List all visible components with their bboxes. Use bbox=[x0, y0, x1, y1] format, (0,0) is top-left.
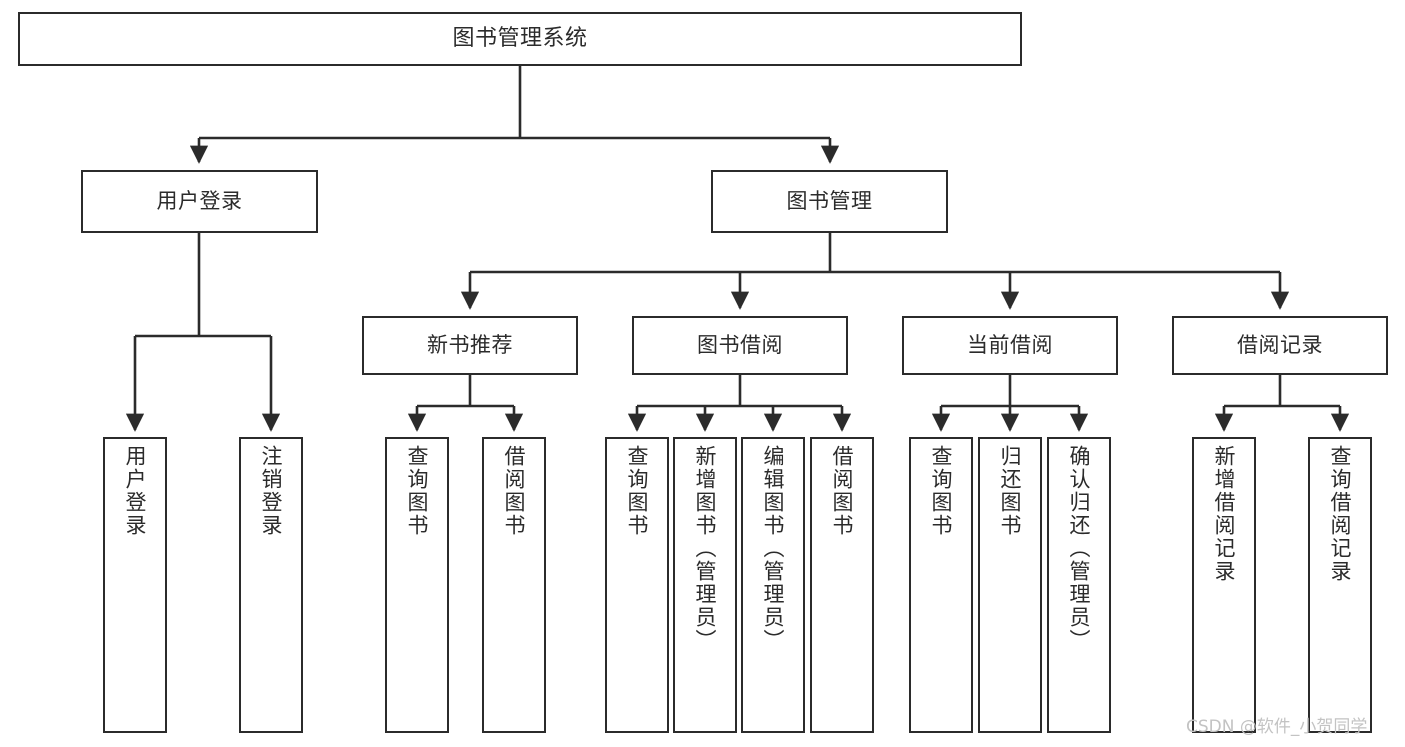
node-label: 查询图书 bbox=[929, 445, 954, 537]
node-label: 用户登录 bbox=[123, 445, 148, 537]
leaf-query-books-borrow[interactable]: 查询图书 bbox=[605, 437, 669, 733]
node-label: 查询图书 bbox=[625, 445, 650, 537]
node-label: 归还图书 bbox=[998, 445, 1023, 537]
node-current-borrowing[interactable]: 当前借阅 bbox=[902, 316, 1118, 375]
leaf-logout[interactable]: 注销登录 bbox=[239, 437, 303, 733]
leaf-user-login[interactable]: 用户登录 bbox=[103, 437, 167, 733]
node-label: 借阅图书 bbox=[830, 445, 855, 537]
node-label: 查询图书 bbox=[405, 445, 430, 537]
node-new-book-recommendation[interactable]: 新书推荐 bbox=[362, 316, 578, 375]
leaf-query-books-new-book[interactable]: 查询图书 bbox=[385, 437, 449, 733]
node-label: 借阅记录 bbox=[1237, 333, 1323, 358]
node-label: 查询借阅记录 bbox=[1328, 445, 1353, 583]
node-label: 用户登录 bbox=[156, 189, 243, 214]
leaf-confirm-return-admin[interactable]: 确认归还（管理员） bbox=[1047, 437, 1111, 733]
leaf-query-borrow-record[interactable]: 查询借阅记录 bbox=[1308, 437, 1372, 733]
leaf-borrow-books-new-book[interactable]: 借阅图书 bbox=[482, 437, 546, 733]
leaf-edit-book-admin[interactable]: 编辑图书（管理员） bbox=[741, 437, 805, 733]
node-label: 编辑图书（管理员） bbox=[761, 445, 786, 652]
node-label: 当前借阅 bbox=[967, 333, 1053, 358]
leaf-query-books-current[interactable]: 查询图书 bbox=[909, 437, 973, 733]
node-label: 图书借阅 bbox=[697, 333, 783, 358]
node-root-library-management-system[interactable]: 图书管理系统 bbox=[18, 12, 1022, 66]
node-label: 新增图书（管理员） bbox=[693, 445, 718, 652]
node-label: 图书管理 bbox=[786, 189, 873, 214]
leaf-return-books[interactable]: 归还图书 bbox=[978, 437, 1042, 733]
leaf-add-borrow-record[interactable]: 新增借阅记录 bbox=[1192, 437, 1256, 733]
csdn-watermark: CSDN @软件_小贺同学 bbox=[1186, 717, 1368, 737]
node-label: 注销登录 bbox=[259, 445, 284, 537]
node-label: 确认归还（管理员） bbox=[1067, 445, 1092, 652]
leaf-borrow-books[interactable]: 借阅图书 bbox=[810, 437, 874, 733]
node-label: 图书管理系统 bbox=[452, 26, 588, 52]
node-label: 新增借阅记录 bbox=[1212, 445, 1237, 583]
node-user-login[interactable]: 用户登录 bbox=[81, 170, 318, 233]
leaf-add-book-admin[interactable]: 新增图书（管理员） bbox=[673, 437, 737, 733]
node-borrow-records[interactable]: 借阅记录 bbox=[1172, 316, 1388, 375]
node-book-management[interactable]: 图书管理 bbox=[711, 170, 948, 233]
node-book-borrowing[interactable]: 图书借阅 bbox=[632, 316, 848, 375]
node-label: 借阅图书 bbox=[502, 445, 527, 537]
node-label: 新书推荐 bbox=[427, 333, 513, 358]
